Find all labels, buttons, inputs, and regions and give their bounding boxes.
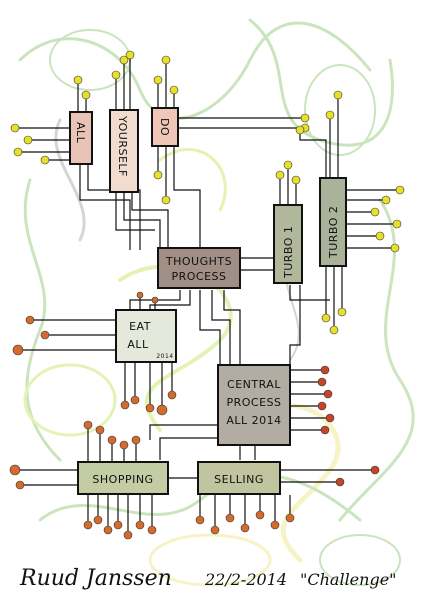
- chip-yourself: YOURSELF: [109, 109, 139, 193]
- chip-turbo-1: TURBO 1: [273, 204, 303, 284]
- chip-yourself-label: YOURSELF: [116, 115, 129, 177]
- circuit-wires: [15, 55, 400, 535]
- background-wash: [18, 18, 415, 587]
- chip-eat-all: EAT ALL 2014: [115, 309, 177, 363]
- chip-all-label: ALL: [74, 122, 87, 144]
- chip-selling-label: SELLING: [214, 473, 264, 486]
- chip-thoughts-label-1: THOUGHTS: [165, 255, 232, 268]
- chip-central-label-3: ALL 2014: [226, 414, 281, 427]
- chip-turbo-1-label: TURBO 1: [282, 226, 295, 279]
- chip-eat-label-2: ALL: [127, 338, 149, 351]
- chip-central-label-1: CENTRAL: [227, 378, 281, 391]
- chip-thoughts-process: THOUGHTS PROCESS: [157, 247, 241, 289]
- chip-eat-label-small: 2014: [156, 353, 173, 360]
- chip-turbo-2: TURBO 2: [319, 177, 347, 267]
- artwork-title: "Challenge": [300, 570, 397, 589]
- chip-do-label: DO: [158, 118, 171, 136]
- chip-thoughts-label-2: PROCESS: [171, 270, 226, 283]
- chip-central-label-2: PROCESS: [226, 396, 281, 409]
- chip-shopping: SHOPPING: [77, 461, 169, 495]
- chip-shopping-label: SHOPPING: [92, 473, 153, 486]
- circuit-pins: [9, 50, 405, 540]
- chip-eat-label-1: EAT: [129, 320, 151, 333]
- artwork-date: 22/2-2014: [204, 570, 287, 589]
- chip-central-process: CENTRAL PROCESS ALL 2014: [217, 364, 291, 446]
- chip-do: DO: [151, 107, 179, 147]
- signature: Ruud Janssen: [19, 566, 172, 591]
- chip-all: ALL: [69, 111, 93, 165]
- chip-selling: SELLING: [197, 461, 281, 495]
- chip-turbo-2-label: TURBO 2: [327, 206, 340, 259]
